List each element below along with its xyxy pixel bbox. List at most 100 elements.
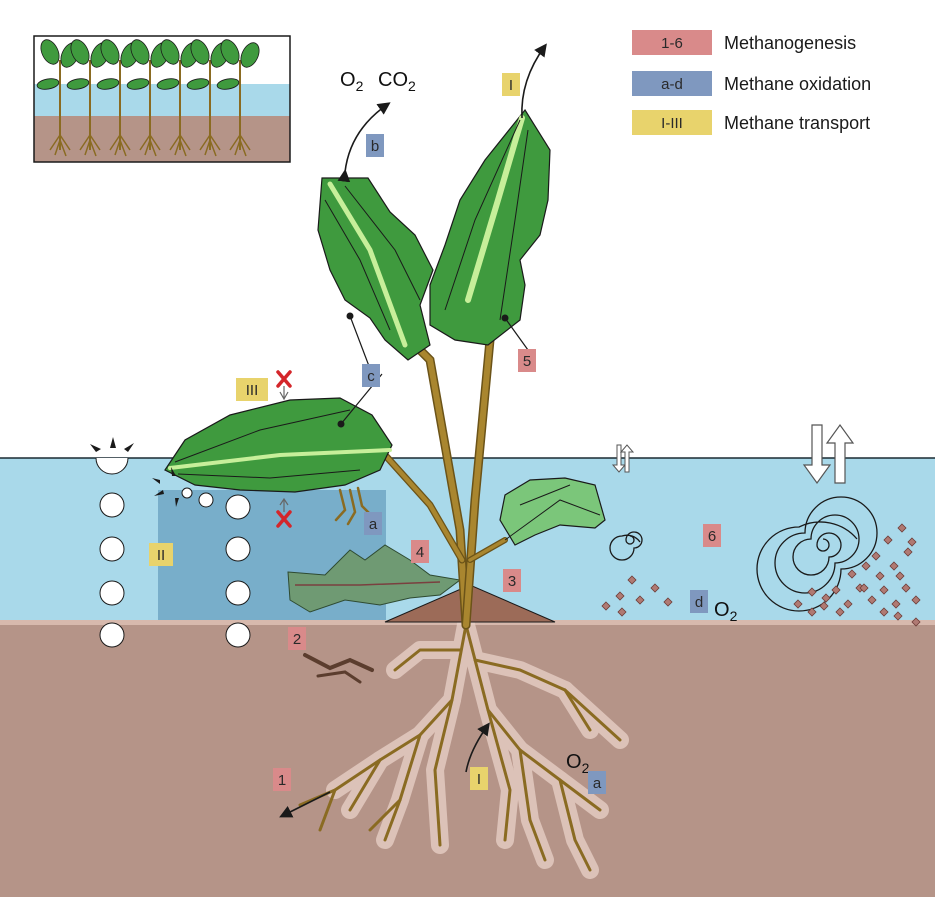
particle [807,587,817,597]
marker-5-leaf-dot [501,314,509,322]
small-turbulence-spiral [609,531,643,561]
inset-plant [36,39,80,157]
svg-text:1-6: 1-6 [661,35,683,52]
double-arrow-icon [611,444,635,473]
bubble-burst-icon [90,437,134,452]
plant-stems [381,333,508,630]
inset-plant [216,39,260,157]
particle [807,607,817,617]
particle [859,583,869,593]
particle [627,575,637,585]
inset-field-thumbnail [33,35,291,163]
marker-m6: 6 [703,524,721,547]
plant-emission-arrow [521,43,547,119]
particle [819,601,829,611]
particle [871,551,881,561]
marker-c: c [362,364,380,387]
o2-gas-label: O2 [340,69,364,94]
submerged-young-leaf [499,477,606,546]
marker-label: III [246,382,259,399]
particle [650,583,660,593]
marker-label: c [367,368,375,385]
marker-label: 4 [416,544,424,561]
legend-item-methanogenesis: 1-6 Methanogenesis [632,30,856,55]
particle [889,561,899,571]
marker-c-leaf-dot [346,312,354,320]
particle [601,601,611,611]
root-uptake-arrow [465,722,490,773]
o2-water-label: O2 [714,599,738,624]
bubble-burst-small-icon [152,467,179,507]
marker-t-bubble: II [149,543,173,566]
particle [793,599,803,609]
particle [635,595,645,605]
floating-leaf [164,397,393,493]
o2-root-label: O2 [566,751,590,776]
marker-label: a [593,775,602,792]
x-mark-icon [276,370,292,401]
marker-t-top: I [502,73,520,96]
marker-label: d [695,594,703,611]
svg-text:I-III: I-III [661,115,683,132]
particle [879,607,889,617]
svg-text:Methane transport: Methane transport [724,113,870,133]
marker-label: a [369,516,378,533]
particle [663,597,673,607]
large-turbulence-spiral [756,496,878,612]
particle [867,595,877,605]
particle [843,599,853,609]
svg-text:Methanogenesis: Methanogenesis [724,33,856,53]
particle [861,561,871,571]
marker-label: 3 [508,573,516,590]
particle [907,537,917,547]
x-mark-icon-underside [276,497,292,528]
legend-item-methane-oxidation: a-d Methane oxidation [632,71,871,96]
legend: 1-6 Methanogenesis a-d Methane oxidation… [632,30,871,135]
marker-b: b [366,134,384,157]
upper-left-leaf [317,177,434,361]
root-system [298,616,629,879]
marker-label: II [157,547,165,564]
leaf-gas-exchange-arrow [337,102,391,183]
marker-label: 1 [278,772,286,789]
particle [615,591,625,601]
marker-m1: 1 [273,768,291,791]
marker-t-leaf: III [236,378,268,401]
marker-c-floating-dot [337,420,345,428]
marker-m4: 4 [411,540,429,563]
marker-d: d [690,590,708,613]
marker-m2: 2 [288,627,306,650]
leaf-hanging-roots [334,486,372,526]
particle [847,569,857,579]
particle [911,595,921,605]
marker-label: I [509,77,513,94]
particle [875,571,885,581]
particle [893,611,903,621]
particle [903,547,913,557]
particle [897,523,907,533]
marker-m5: 5 [518,349,536,372]
marker-t-root: I [470,767,488,790]
particle [901,583,911,593]
marker-label: 6 [708,528,716,545]
buried-root-fragment-2 [316,670,362,684]
particle [879,585,889,595]
marker-m3: 3 [503,569,521,592]
svg-text:a-d: a-d [661,76,683,93]
marker-5-leader [504,317,529,351]
particle [895,571,905,581]
ebullition-bubbles [95,457,251,648]
marker-a-root: a [588,771,606,794]
marker-a-water: a [364,512,382,535]
particle [835,607,845,617]
marker-label: b [371,138,379,155]
particle [831,585,841,595]
marker-label: I [477,771,481,788]
particle [617,607,627,617]
co2-gas-label: CO2 [378,69,416,94]
suspended-particles [601,523,921,627]
large-double-arrow-icon [802,423,855,485]
decaying-leaf-vein [295,581,441,586]
